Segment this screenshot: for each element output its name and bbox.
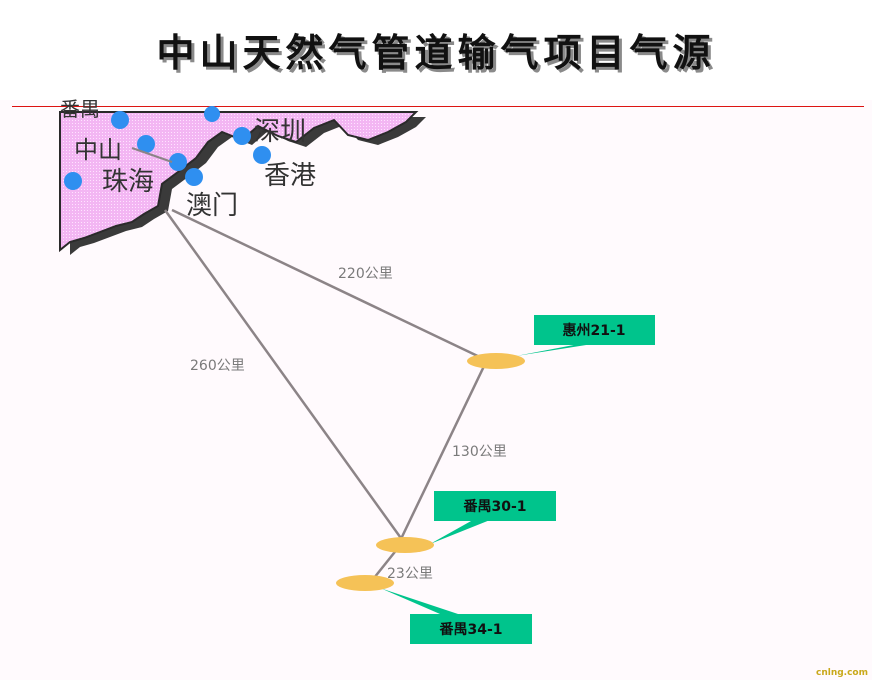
callout-box-huizhou [534, 315, 655, 345]
city-dot [253, 146, 271, 164]
gas-field-label-panyu30: 番禺30-1 [462, 498, 526, 515]
distance-label-220: 220公里 [338, 266, 393, 282]
gas-field-panyu34 [336, 575, 394, 591]
place-label-partial: 番禺 [60, 97, 100, 121]
place-label-macau: 澳门 [186, 191, 238, 221]
place-label-shenzhen: 深圳 [254, 117, 306, 147]
callout-box-panyu34 [410, 614, 532, 644]
city-dot [137, 135, 155, 153]
gas-field-panyu30 [376, 537, 434, 553]
place-label-zhongshan: 中山 [74, 136, 122, 164]
city-dot [185, 168, 203, 186]
city-dot [169, 153, 187, 171]
callout-box-panyu30 [434, 491, 556, 521]
pipeline-macau-huizhou [171, 208, 487, 362]
city-dot [204, 106, 220, 122]
city-dot [233, 127, 251, 145]
gas-field-label-huizhou: 惠州21-1 [562, 322, 625, 339]
distance-label-260: 260公里 [190, 358, 245, 374]
city-dot [64, 172, 82, 190]
pipeline-panyu30-panyu34 [373, 547, 399, 579]
distance-label-130: 130公里 [452, 444, 507, 460]
city-dot [111, 111, 129, 129]
callout-tail-panyu30 [430, 516, 500, 544]
place-label-zhuhai: 珠海 [102, 167, 154, 197]
watermark-text: cnlng.com [816, 668, 868, 678]
distance-label-23: 23公里 [387, 566, 433, 582]
title-rule [12, 106, 864, 107]
page-title: 中山天然气管道输气项目气源 [156, 31, 716, 75]
title-bar [0, 0, 872, 100]
callout-tail-panyu34 [380, 588, 458, 614]
place-label-hongkong: 香港 [264, 161, 316, 191]
pipeline-huizhou-panyu30 [398, 361, 488, 542]
pipeline-zhongshan-link [131, 147, 173, 163]
gas-field-huizhou [467, 353, 525, 369]
pipeline-macau-panyu30 [163, 209, 405, 542]
gas-field-label-panyu34: 番禺34-1 [438, 621, 502, 638]
